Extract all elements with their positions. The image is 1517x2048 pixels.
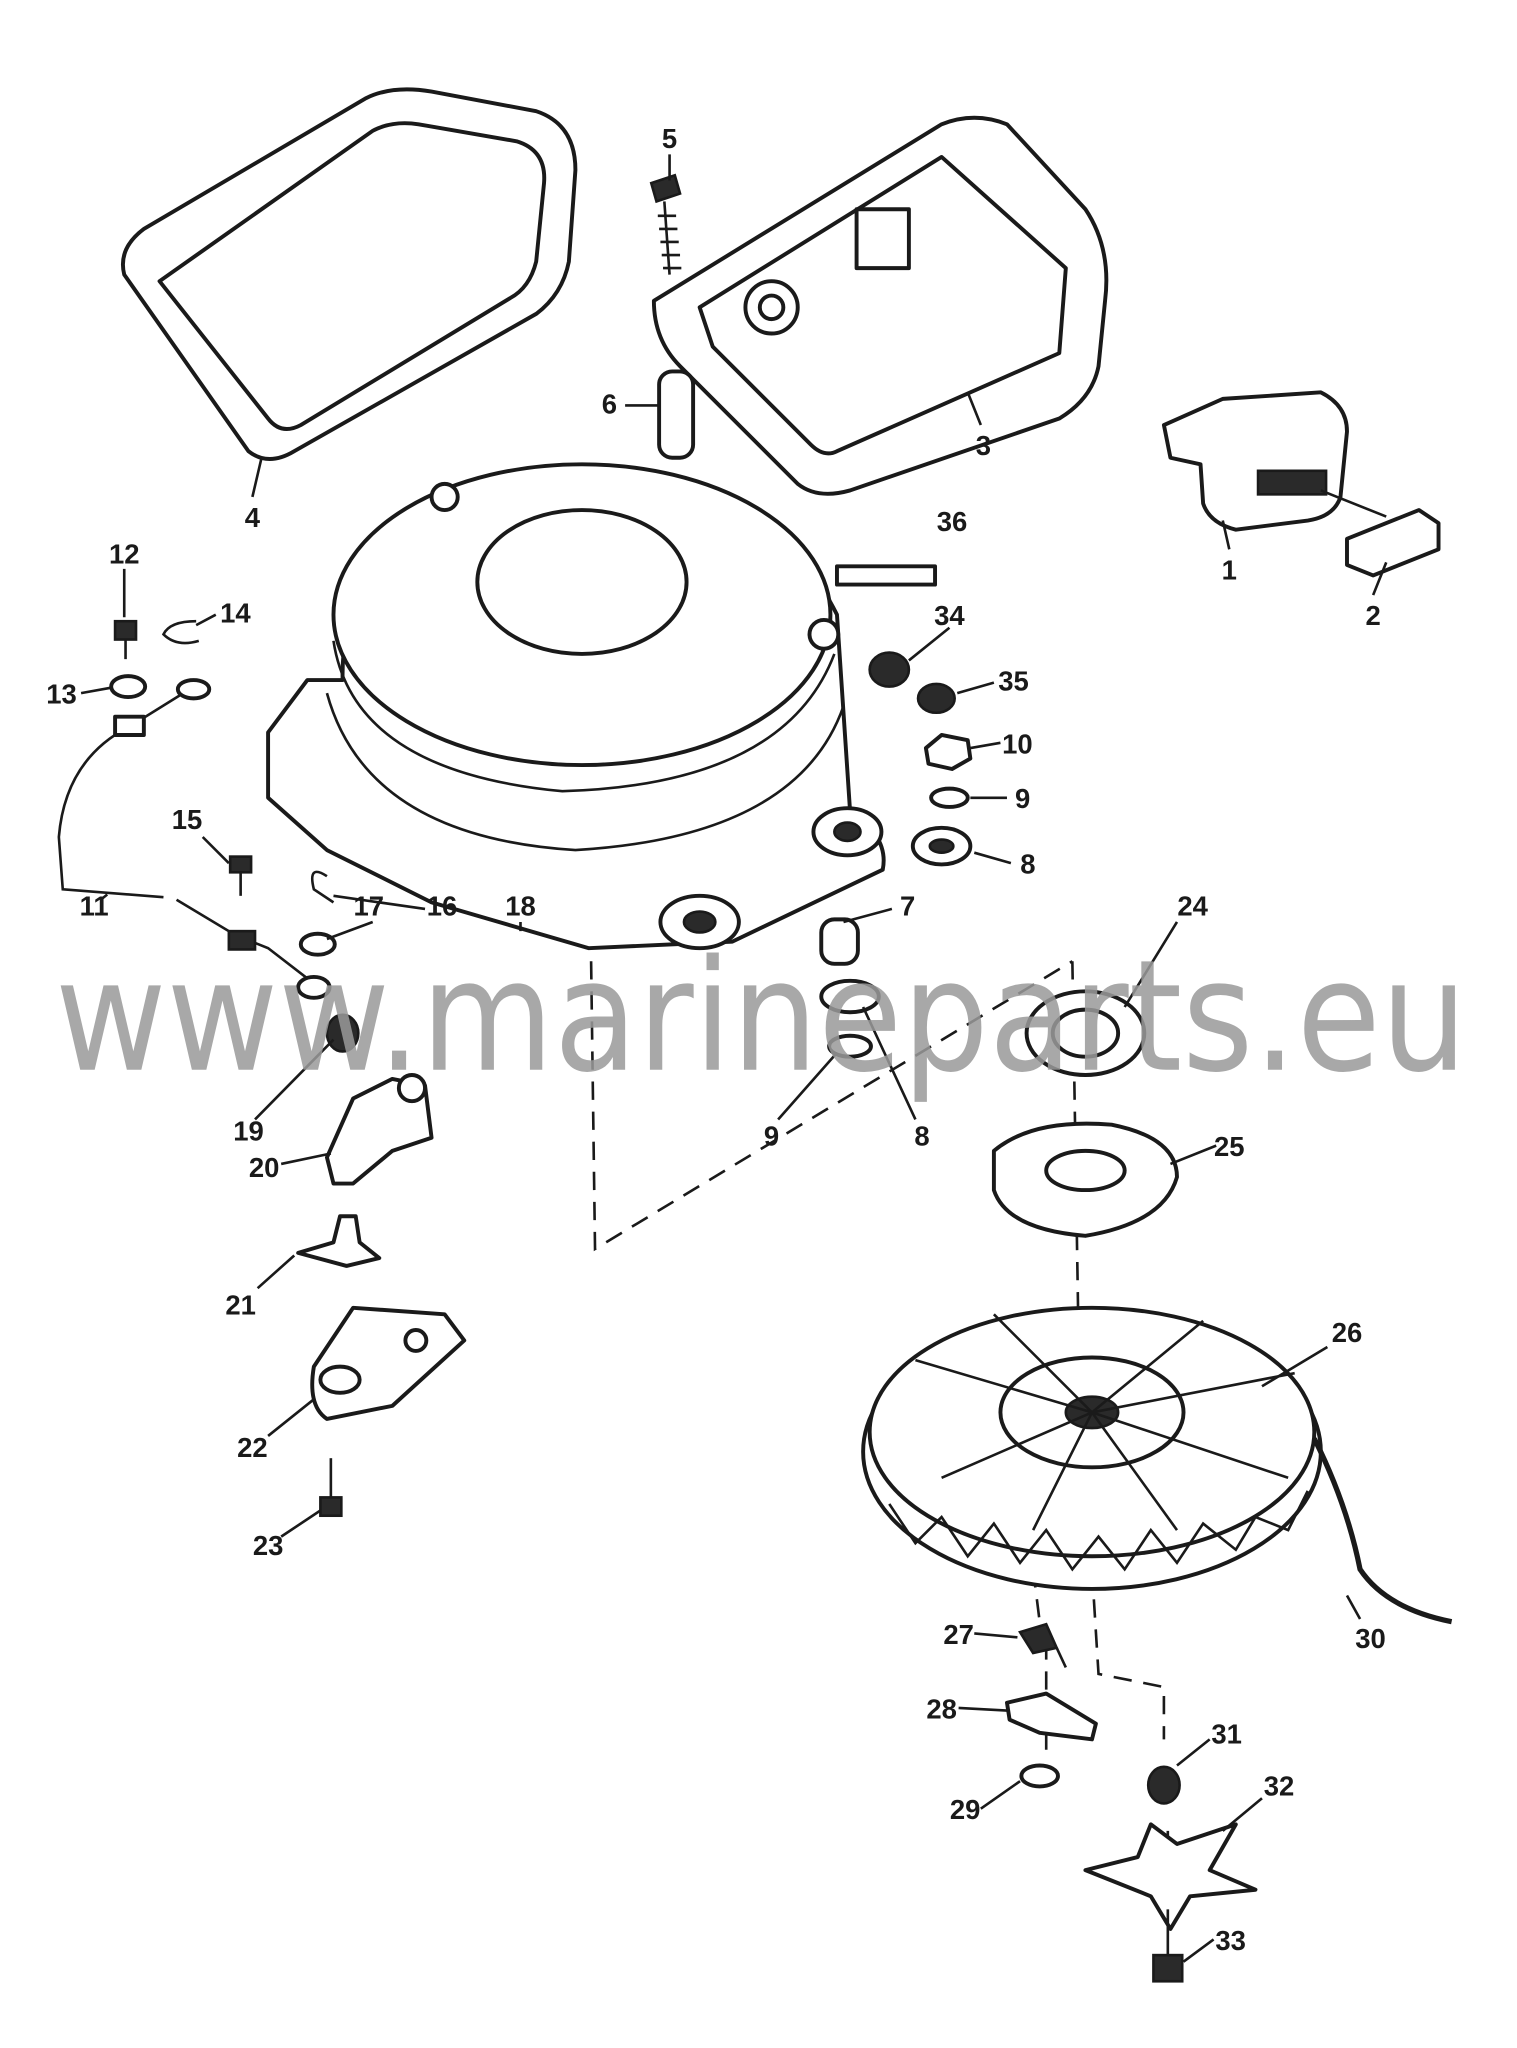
- callout-3: 3: [976, 430, 991, 461]
- callout-11: 11: [80, 890, 109, 921]
- callout-33: 33: [1215, 1925, 1246, 1956]
- part-10-nut: [923, 733, 973, 771]
- part-31-nut: [1146, 1765, 1181, 1805]
- part-26-rope-pulley: [861, 1305, 1323, 1591]
- part-30-rope: [1311, 1437, 1453, 1625]
- callout-14: 14: [220, 598, 251, 629]
- part-8-washer-lower: [819, 978, 881, 1015]
- part-21-cam: [296, 1214, 382, 1268]
- callout-1: 1: [1222, 554, 1237, 585]
- callout-18: 18: [505, 890, 536, 921]
- part-32-plate: [1083, 1822, 1258, 1931]
- callout-20: 20: [249, 1152, 280, 1183]
- part-7-spacer: [819, 917, 860, 966]
- part-8-washer: [910, 825, 973, 867]
- callout-2: 2: [1366, 600, 1381, 631]
- callout-34: 34: [934, 600, 965, 631]
- callout-9-lower: 9: [764, 1121, 779, 1152]
- callout-15: 15: [172, 804, 203, 835]
- part-4-gasket: [121, 87, 578, 462]
- callout-6: 6: [602, 388, 617, 419]
- callout-26: 26: [1332, 1317, 1363, 1348]
- callout-8: 8: [1020, 849, 1035, 880]
- callout-28: 28: [926, 1693, 957, 1724]
- callout-12: 12: [109, 539, 140, 570]
- part-34-bushing: [868, 651, 911, 688]
- callout-22: 22: [237, 1432, 268, 1463]
- part-13-washer: [109, 674, 148, 700]
- callout-24: 24: [1177, 890, 1208, 921]
- part-33-bolt: [1152, 1909, 1184, 1983]
- callout-21: 21: [225, 1289, 256, 1320]
- callout-17: 17: [354, 890, 385, 921]
- part-28-pawl: [1005, 1691, 1098, 1742]
- callout-29: 29: [950, 1794, 981, 1825]
- part-5-bolt: [649, 173, 682, 275]
- part-9-lockwasher: [929, 786, 970, 809]
- callout-16: 16: [427, 890, 458, 921]
- callout-8-lower: 8: [914, 1121, 929, 1152]
- part-24-plate: [1024, 989, 1147, 1077]
- leader-lines: [80, 154, 1388, 1963]
- part-18-starter-housing: [266, 462, 886, 951]
- callout-30: 30: [1355, 1623, 1386, 1654]
- part-29-washer: [1019, 1763, 1060, 1789]
- part-3-handle-housing: [651, 115, 1109, 496]
- callout-labels: 4 1 2 3 5 6 7 8 8 9 9 10 11 12 13 14 15 …: [46, 123, 1386, 1956]
- callout-7: 7: [900, 890, 915, 921]
- callout-32: 32: [1264, 1771, 1295, 1802]
- part-27-spring: [1018, 1622, 1068, 1668]
- part-1-handle: [1161, 390, 1349, 532]
- callout-4: 4: [245, 502, 261, 533]
- callout-27: 27: [943, 1619, 974, 1650]
- assembly-line: [589, 960, 1170, 1910]
- callout-31: 31: [1211, 1718, 1242, 1749]
- callout-23: 23: [253, 1530, 284, 1561]
- callout-25: 25: [1214, 1131, 1245, 1162]
- callout-10: 10: [1002, 728, 1033, 759]
- part-16-clip: [310, 870, 335, 904]
- part-20-lever: [324, 1073, 434, 1186]
- part-17-washer: [298, 931, 337, 957]
- callout-13: 13: [46, 679, 77, 710]
- part-2-insert: [1320, 489, 1441, 578]
- part-12-screw: [113, 619, 138, 660]
- callout-9: 9: [1015, 783, 1030, 814]
- part-9-washer-lower: [827, 1033, 873, 1059]
- part-35-nut: [916, 682, 956, 715]
- part-22-bracket: [310, 1305, 467, 1421]
- watermark: www.marineparts.eu: [55, 928, 1467, 1107]
- part-14-clip: [161, 619, 200, 645]
- part-11-cable: [57, 678, 332, 1000]
- callout-35: 35: [998, 666, 1029, 697]
- part-25-pulley-cover: [991, 1121, 1179, 1238]
- part-23-screw: [319, 1458, 343, 1518]
- part-36-pin: [835, 564, 938, 587]
- callout-5: 5: [662, 123, 677, 154]
- callout-36: 36: [937, 506, 968, 537]
- part-15-screw: [228, 855, 253, 896]
- part-19-spring: [325, 1013, 360, 1053]
- part-6-spacer: [657, 369, 696, 460]
- callout-19: 19: [233, 1115, 264, 1146]
